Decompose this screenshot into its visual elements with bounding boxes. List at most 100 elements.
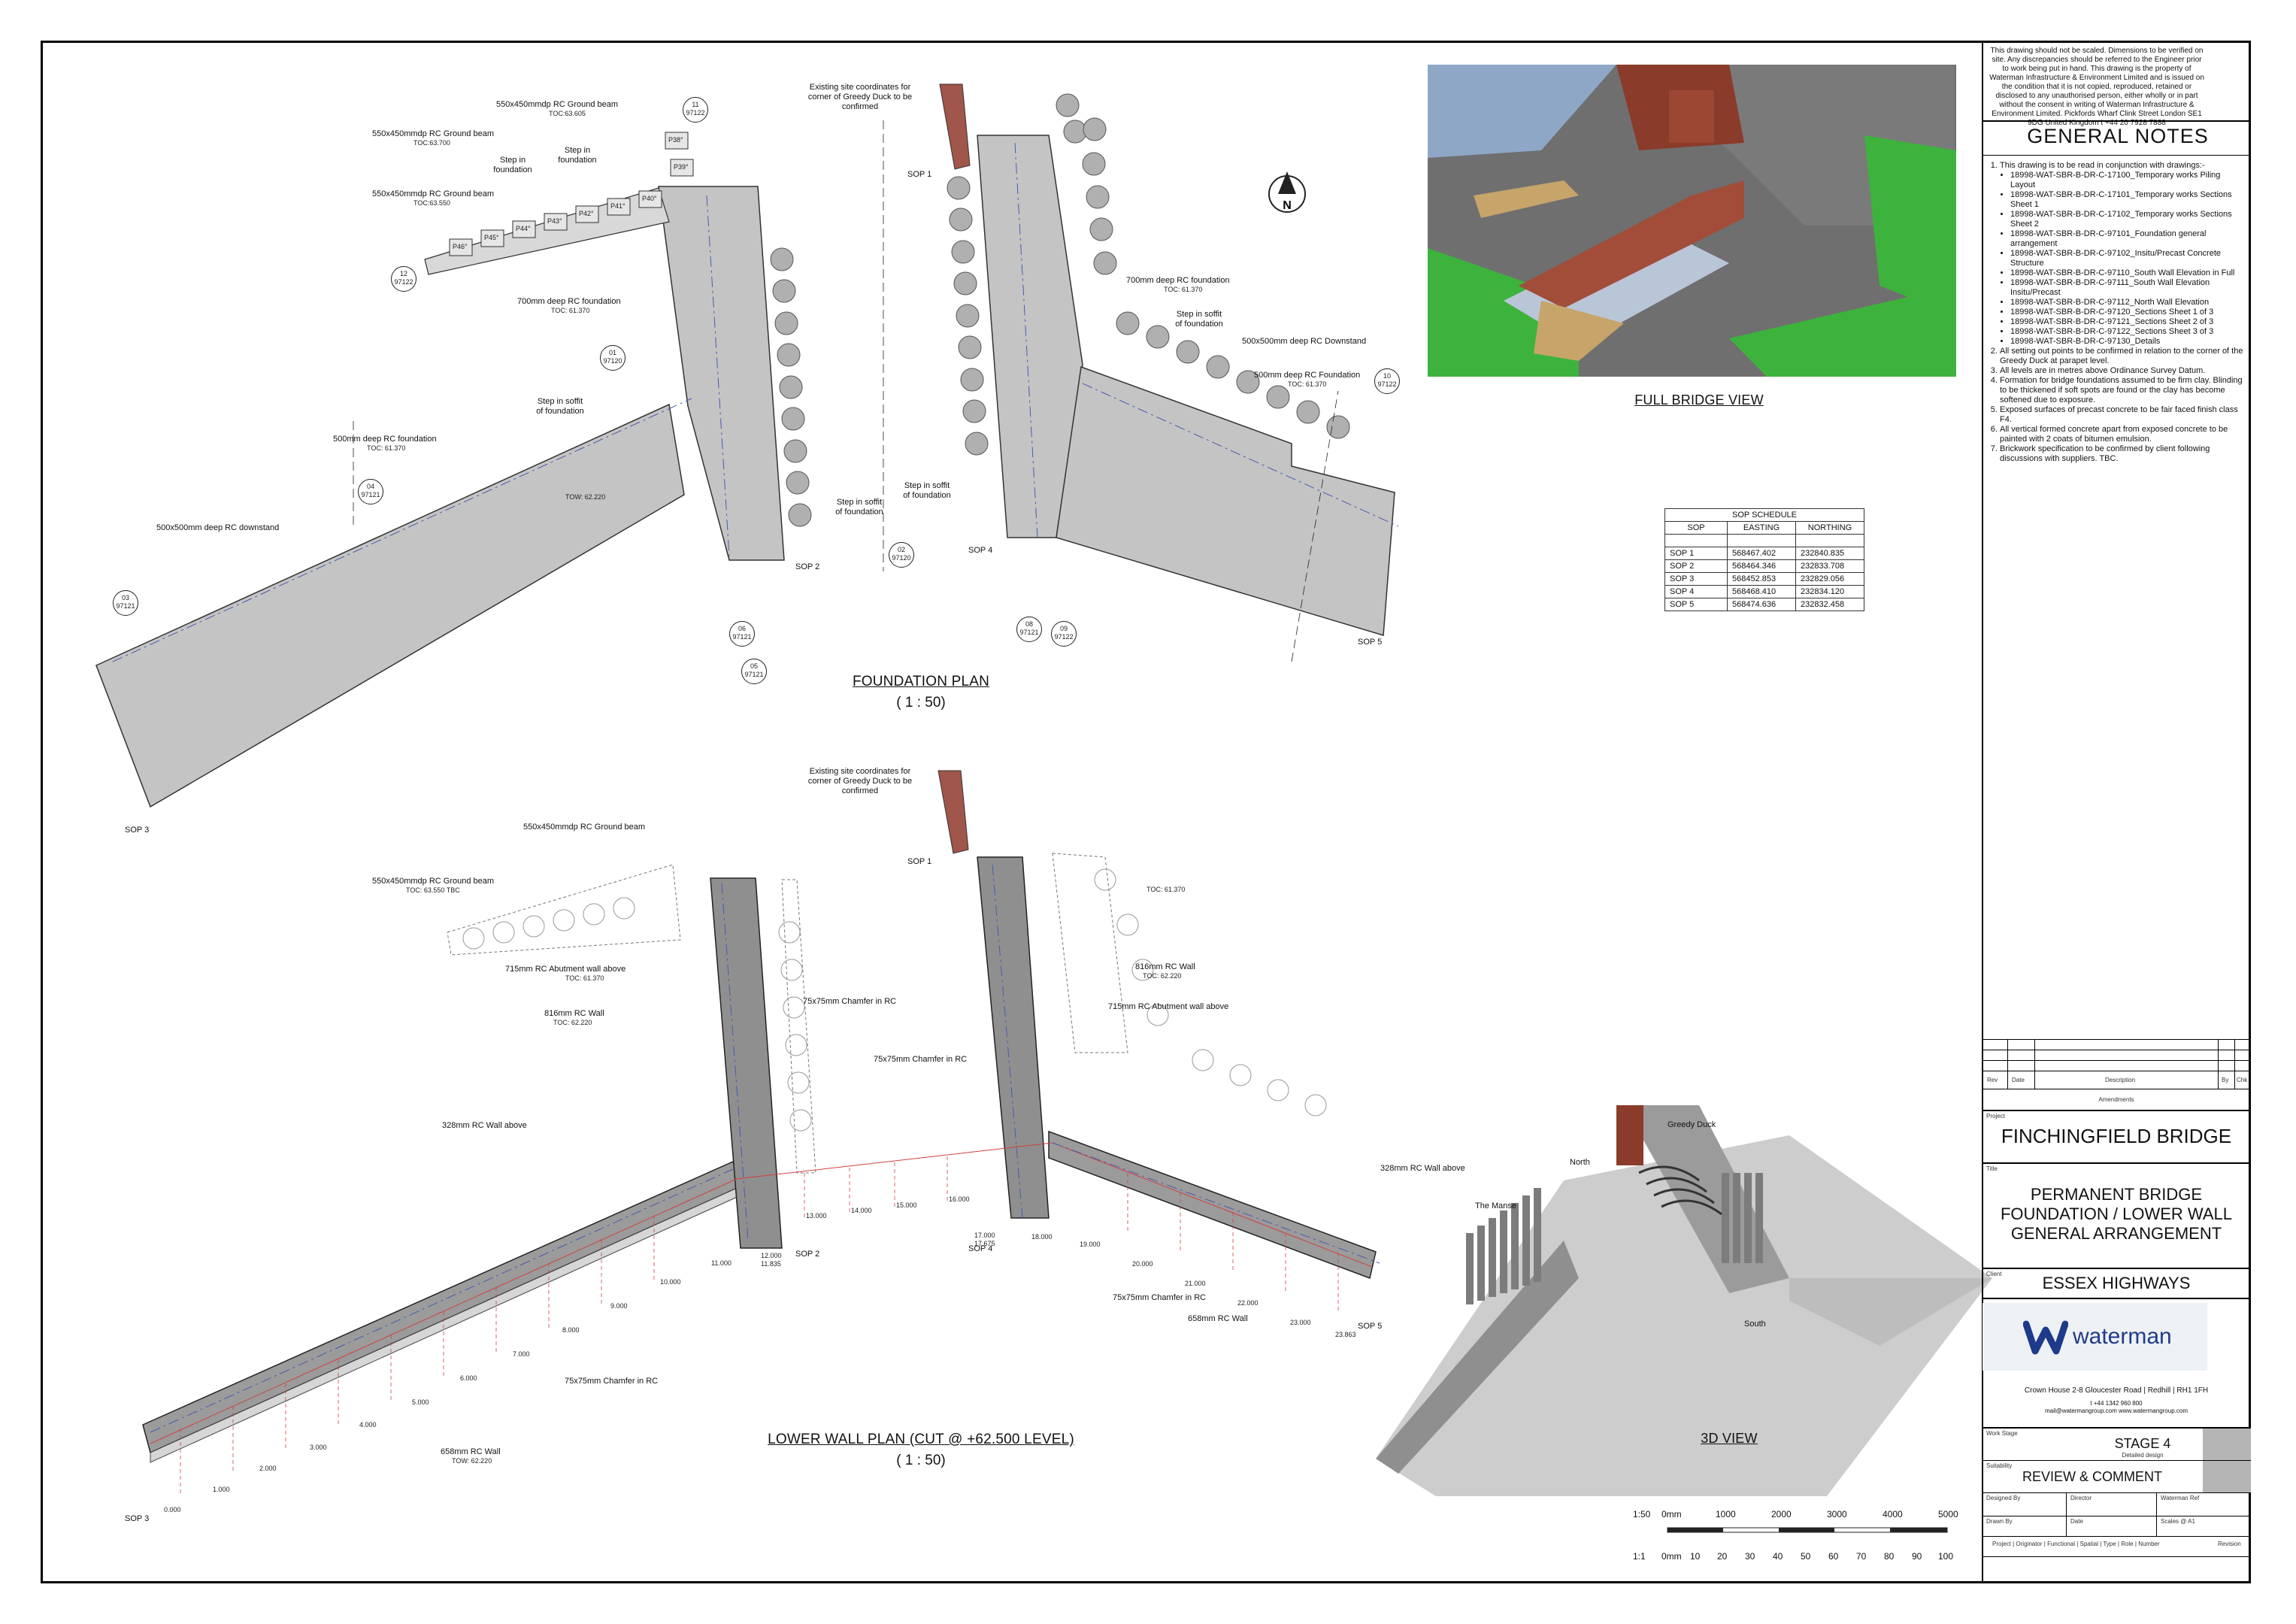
rule [2007,1039,2008,1089]
suitability-swatch [2203,1461,2251,1492]
abutment-wall-label-2: 715mm RC Abutment wall above [1108,1002,1229,1011]
sop-header: EASTING [1727,521,1796,535]
rule [2234,1039,2235,1089]
level-mark: 18.000 [1031,1233,1053,1241]
rev-header: Date [2012,1077,2025,1083]
level-mark: 1.000 [213,1486,230,1493]
designed-by-label: Designed By [1986,1495,2021,1501]
level-mark: 15.000 [896,1201,917,1209]
level-mark: 16.000 [949,1195,970,1203]
3d-label-manse: The Manse [1475,1201,1517,1210]
downstand-label-2: 500x500mm deep RC Downstand [1242,337,1367,346]
soffit-label-4: Step in soffit of foundation [1175,310,1223,329]
stage: STAGE 4 Detailed design [2114,1436,2171,1459]
north-arrow-icon: N [1268,171,1306,213]
drawing-number-fields: Project | Originator | Functional | Spat… [1992,1541,2160,1547]
level-mark: 14.000 [851,1207,872,1214]
chamfer-label-2: 75x75mm Chamfer in RC [874,1055,968,1064]
wall328-label-b: 328mm RC Wall above [1380,1164,1465,1173]
scales-label: Scales @ A1 [2161,1518,2195,1525]
level-mark: 13.000 [806,1212,827,1220]
rule [1982,1427,2251,1429]
3d-label-greedy-duck: Greedy Duck [1667,1120,1716,1129]
title-label: Title [1986,1165,1998,1172]
3d-label-south: South [1744,1320,1766,1329]
level-mark: 8.000 [562,1326,580,1334]
scale-ratio-bottom: 1:1 [1633,1551,1646,1562]
level-mark: 0.000 [164,1506,181,1513]
level-mark: 10.000 [660,1278,681,1286]
downstand-label-1: 500x500mm deep RC downstand [156,523,280,532]
level-mark: 21.000 [1185,1280,1206,1287]
rule [2156,1492,2157,1536]
lower-left-wall [142,1160,741,1454]
sop1-marker: SOP 1 [907,170,932,179]
date-label: Date [2070,1518,2083,1525]
rev-header: Description [2105,1077,2136,1083]
chamfer-label-4: 75x75mm Chamfer in RC [1113,1293,1207,1302]
foundation-left-base [95,403,685,808]
level-mark: 9.000 [610,1302,628,1310]
level-mark: 7.000 [513,1350,530,1358]
drawn-by-label: Drawn By [1986,1518,2013,1525]
3d-view-image [1376,1105,1992,1496]
foundation-plan-scale: ( 1 : 50) [896,695,946,710]
lower-wall-plan [142,770,1380,1496]
rule [1982,1268,2251,1269]
sop5-marker: SOP 5 [1358,638,1383,647]
existing-coordinates-note: Existing site coordinates for corner of … [807,83,913,111]
foundation-right-base [1056,365,1395,636]
tow-label: TOW: 62.220 [565,493,606,501]
sheet-border [41,41,2251,1583]
level-mark: 2.000 [259,1465,277,1472]
rule [2034,1039,2035,1089]
sop4-marker: SOP 4 [968,546,993,555]
rule [1982,1556,2251,1557]
client-name: ESSEX HIGHWAYS [2042,1274,2191,1292]
wall328-label-a: 328mm RC Wall above [442,1121,527,1130]
general-notes-title: GENERAL NOTES [2027,125,2209,147]
step-foundation-label-1: Step in foundation [493,156,532,174]
level-mark: 20.000 [1132,1260,1153,1268]
full-bridge-view-title: FULL BRIDGE VIEW [1634,392,1764,408]
foundation-plan-title: FOUNDATION PLAN [852,674,990,689]
revision-label: Revision [2218,1541,2241,1547]
full-bridge-view-image [1428,65,1956,377]
rule [1982,1492,2251,1493]
company-phone: t +44 1342 960 800 [2090,1400,2143,1407]
level-mark: 6.000 [460,1374,477,1382]
sop-header: NORTHING [1795,521,1864,535]
waterman-logo: waterman [1982,1303,2207,1371]
waterman-logo-icon [2023,1320,2068,1355]
lower-wall-plan-scale: ( 1 : 50) [896,1453,946,1468]
chamfer-label-1: 75x75mm Chamfer in RC [803,997,897,1006]
level-mark: 3.000 [310,1444,327,1451]
lower-sop2-marker: SOP 2 [795,1250,820,1259]
company-address: Crown House 2-8 Gloucester Road | Redhil… [2024,1386,2209,1395]
level-mark: 23.000 [1290,1319,1311,1326]
level-mark: 22.000 [1237,1299,1259,1307]
3d-view-title: 3D VIEW [1701,1431,1758,1446]
titleblock-divider [1982,41,1983,1583]
level-mark: 4.000 [359,1421,377,1429]
foundation-plan [95,83,1399,808]
amendments-label: Amendments [2098,1096,2134,1103]
foundation-left-abutment [658,186,785,561]
rule [1982,1460,2251,1461]
scale-ratio-top: 1:50 [1633,1509,1651,1519]
sop2-marker: SOP 2 [795,562,820,571]
